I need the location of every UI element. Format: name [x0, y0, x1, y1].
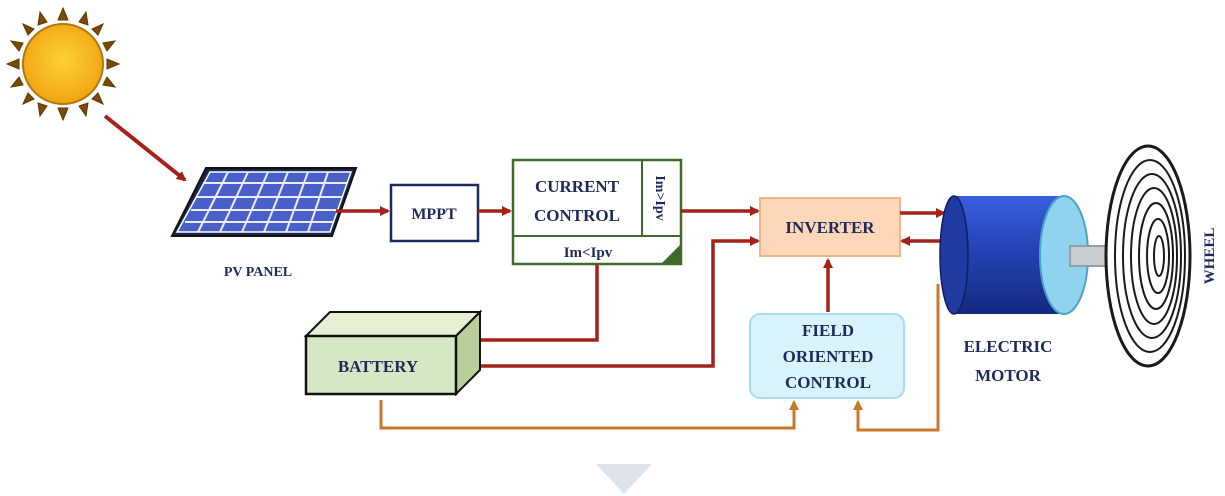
inverter-block [759, 197, 901, 257]
wheel-label: WHEEL [1202, 228, 1218, 285]
foc-label-3: CONTROL [785, 373, 871, 392]
motor-icon [939, 195, 1108, 315]
inverter-label: INVERTER [785, 218, 875, 237]
current-control-label-2: CONTROL [534, 206, 620, 225]
current-control-block [511, 158, 683, 266]
mppt-label: MPPT [411, 206, 457, 223]
current-control-bottom-label: Im<Ipv [564, 245, 613, 261]
mppt-block [389, 183, 480, 243]
motor-feedback-line [853, 284, 940, 432]
battery-block [303, 309, 483, 397]
current-control-to-battery-arrow [468, 264, 599, 345]
battery-feedback-line [379, 400, 799, 430]
wheel-icon [1104, 144, 1192, 368]
current-control-side-label: Im>Ipv [652, 175, 667, 220]
sun-icon [5, 6, 121, 122]
solar-panel-icon [170, 167, 358, 237]
motor-label-2: MOTOR [975, 366, 1042, 385]
foc-label-1: FIELD [802, 321, 854, 340]
down-triangle-icon [596, 464, 652, 494]
pv-panel-label: PV PANEL [224, 265, 292, 280]
sun-to-panel-arrow [103, 114, 187, 182]
foc-label-2: ORIENTED [783, 347, 874, 366]
motor-label-1: ELECTRIC [964, 337, 1053, 356]
battery-to-inverter-arrow [470, 236, 760, 368]
current-control-label-1: CURRENT [535, 177, 620, 196]
battery-label: BATTERY [338, 357, 418, 376]
field-oriented-control-block [749, 313, 905, 399]
